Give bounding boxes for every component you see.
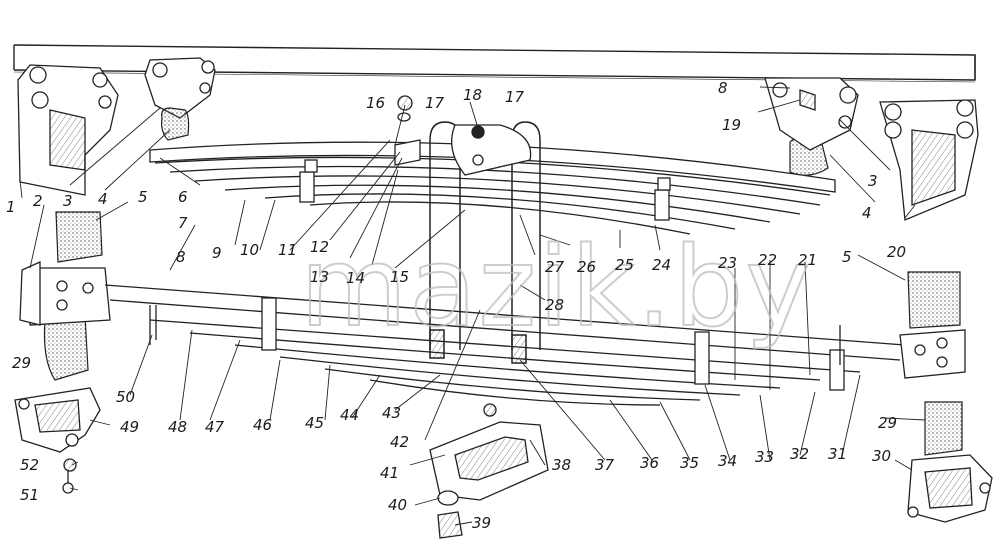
- callout-labels: 16 17 18 17 8 19 3 4 3 4 20 6 5 2 1 7 8 …: [6, 79, 906, 532]
- callout-49: 49: [120, 418, 139, 436]
- callout-33: 33: [755, 448, 774, 466]
- callout-1: 1: [6, 198, 16, 216]
- callout-47: 47: [205, 418, 225, 436]
- callout-32: 32: [790, 445, 809, 463]
- callout-14: 14: [346, 269, 365, 287]
- callout-26: 26: [577, 258, 596, 276]
- callout-30: 30: [872, 447, 891, 465]
- callout-42: 42: [390, 433, 409, 451]
- callout-12: 12: [310, 238, 329, 256]
- callout-51: 51: [20, 486, 39, 504]
- callout-24: 24: [652, 256, 671, 274]
- callout-27: 27: [545, 258, 565, 276]
- callout-48: 48: [168, 418, 187, 436]
- lower-leaf-spring: [19, 260, 966, 406]
- callout-4-left: 4: [98, 190, 108, 208]
- callout-2: 2: [33, 192, 43, 210]
- callout-9: 9: [212, 244, 222, 262]
- callout-16: 16: [366, 94, 385, 112]
- rubber-cushions: [43, 107, 963, 456]
- callout-20: 20: [887, 243, 906, 261]
- callout-17: 17: [425, 94, 445, 112]
- callout-34: 34: [718, 452, 737, 470]
- callout-17-right: 17: [505, 88, 525, 106]
- callout-11: 11: [278, 241, 297, 259]
- callout-39: 39: [472, 514, 491, 532]
- callout-21: 21: [798, 251, 817, 269]
- callout-18: 18: [463, 86, 482, 104]
- callout-37: 37: [595, 456, 615, 474]
- callout-4-right: 4: [862, 204, 872, 222]
- callout-25: 25: [615, 256, 634, 274]
- callout-6: 6: [178, 188, 188, 206]
- callout-7: 7: [178, 214, 188, 232]
- callout-35: 35: [680, 454, 699, 472]
- callout-23: 23: [718, 254, 737, 272]
- callout-36: 36: [640, 454, 659, 472]
- right-brackets: [764, 77, 979, 221]
- callout-52: 52: [20, 456, 39, 474]
- spring-saddle: [394, 95, 532, 176]
- leader-lines: [19, 86, 926, 526]
- callout-22: 22: [758, 251, 777, 269]
- callout-45: 45: [305, 414, 324, 432]
- callout-28: 28: [545, 296, 564, 314]
- callout-13: 13: [310, 268, 329, 286]
- lower-right-hanger: [907, 454, 993, 523]
- callout-5-right: 5: [842, 248, 852, 266]
- callout-31: 31: [828, 445, 847, 463]
- callout-41: 41: [380, 464, 399, 482]
- callout-3-right: 3: [868, 172, 878, 190]
- callout-40: 40: [388, 496, 407, 514]
- callout-8-left: 8: [176, 248, 186, 266]
- left-front-bracket: [17, 57, 216, 196]
- callout-46: 46: [253, 416, 272, 434]
- callout-10: 10: [240, 241, 259, 259]
- callout-3-left: 3: [63, 192, 73, 210]
- callout-19: 19: [722, 116, 741, 134]
- callout-5-left: 5: [138, 188, 148, 206]
- callout-44: 44: [340, 406, 359, 424]
- upper-leaf-spring: [149, 141, 836, 235]
- callout-29-left: 29: [12, 354, 31, 372]
- callout-38: 38: [552, 456, 571, 474]
- bottom-plate: [429, 403, 549, 539]
- callout-8-top: 8: [718, 79, 728, 97]
- callout-15: 15: [390, 268, 409, 286]
- callout-50: 50: [116, 388, 135, 406]
- callout-29-right: 29: [878, 414, 897, 432]
- lower-left-hanger: [14, 305, 151, 494]
- watermark-text: mazik.by: [300, 223, 812, 351]
- callout-43: 43: [382, 404, 401, 422]
